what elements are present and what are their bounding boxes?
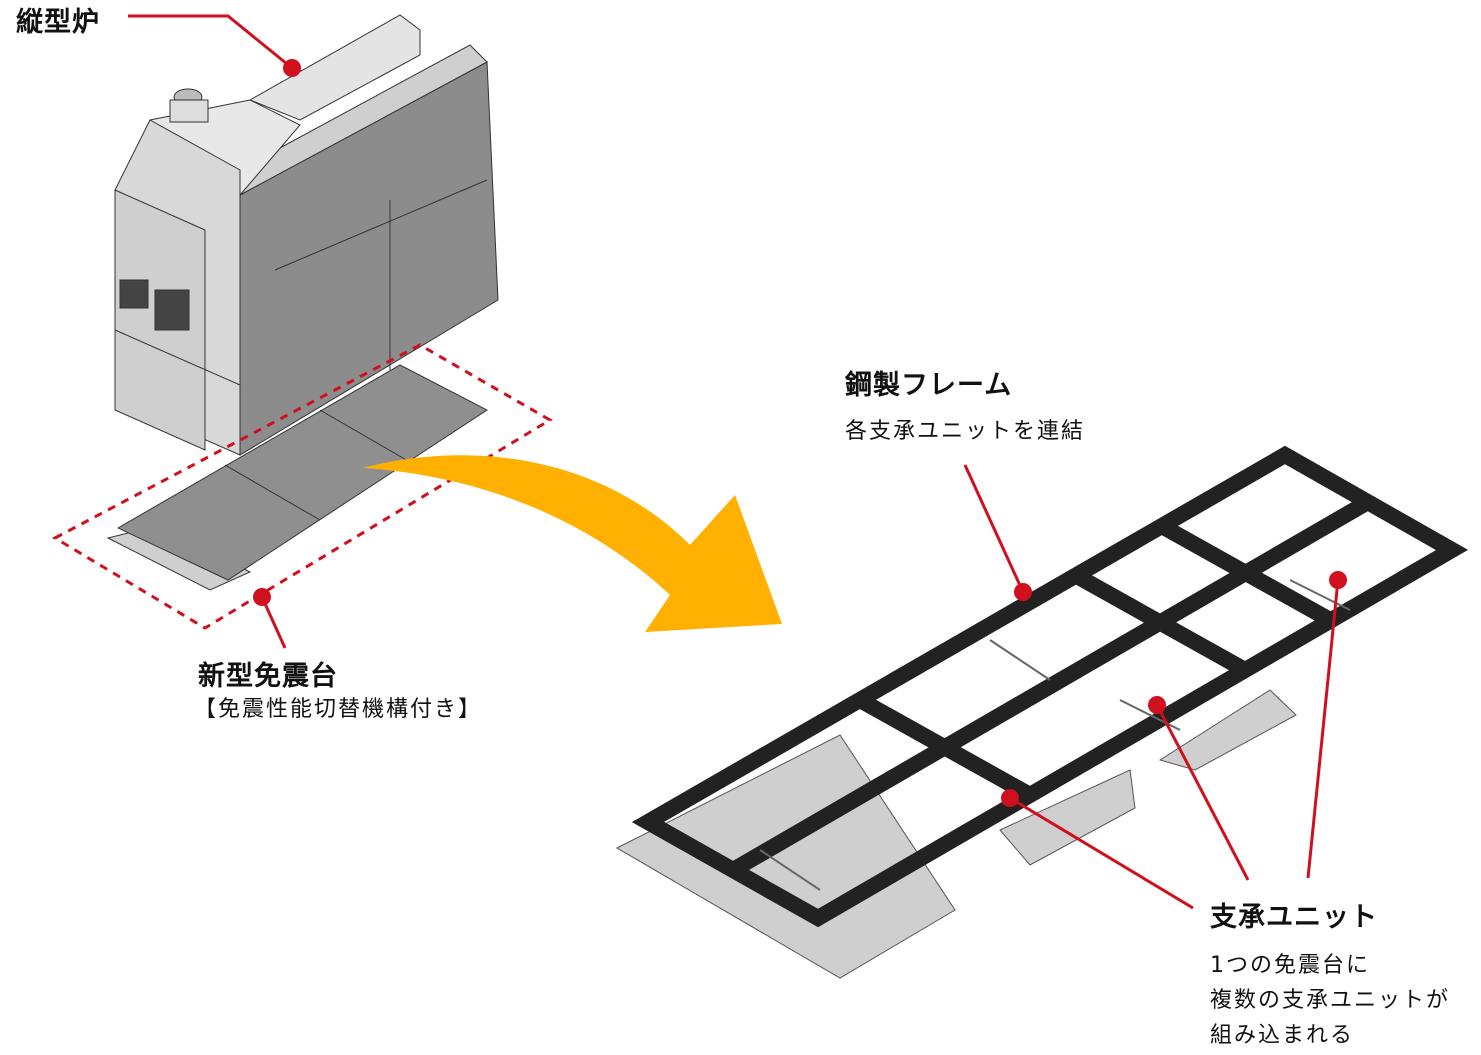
frame-title: 鋼製フレーム [845,370,1013,401]
isolator-base-illustration [106,364,488,591]
steel-frame-illustration [615,445,1469,979]
bearing-desc-line: 組み込まれる [1210,1023,1355,1048]
isolator-title: 新型免震台 [198,661,338,692]
vertical-furnace-illustration [114,14,499,456]
isolator-subtitle: 【免震性能切替機構付き】 [194,697,483,722]
leader-lines [128,14,1340,910]
isolator-dashed-outline [51,343,553,630]
furnace-label: 縦型炉 [16,7,100,38]
bearing-title: 支承ユニット [1210,902,1378,933]
bearing-desc: 1つの免震台に 複数の支承ユニットが 組み込まれる [1210,948,1450,1053]
transition-arrow [362,455,782,632]
bearing-desc-line: 複数の支承ユニットが [1210,988,1451,1013]
bearing-desc-line: 1つの免震台に [1210,953,1370,978]
frame-subtitle: 各支承ユニットを連結 [845,419,1086,444]
leader-dots [253,59,1347,807]
